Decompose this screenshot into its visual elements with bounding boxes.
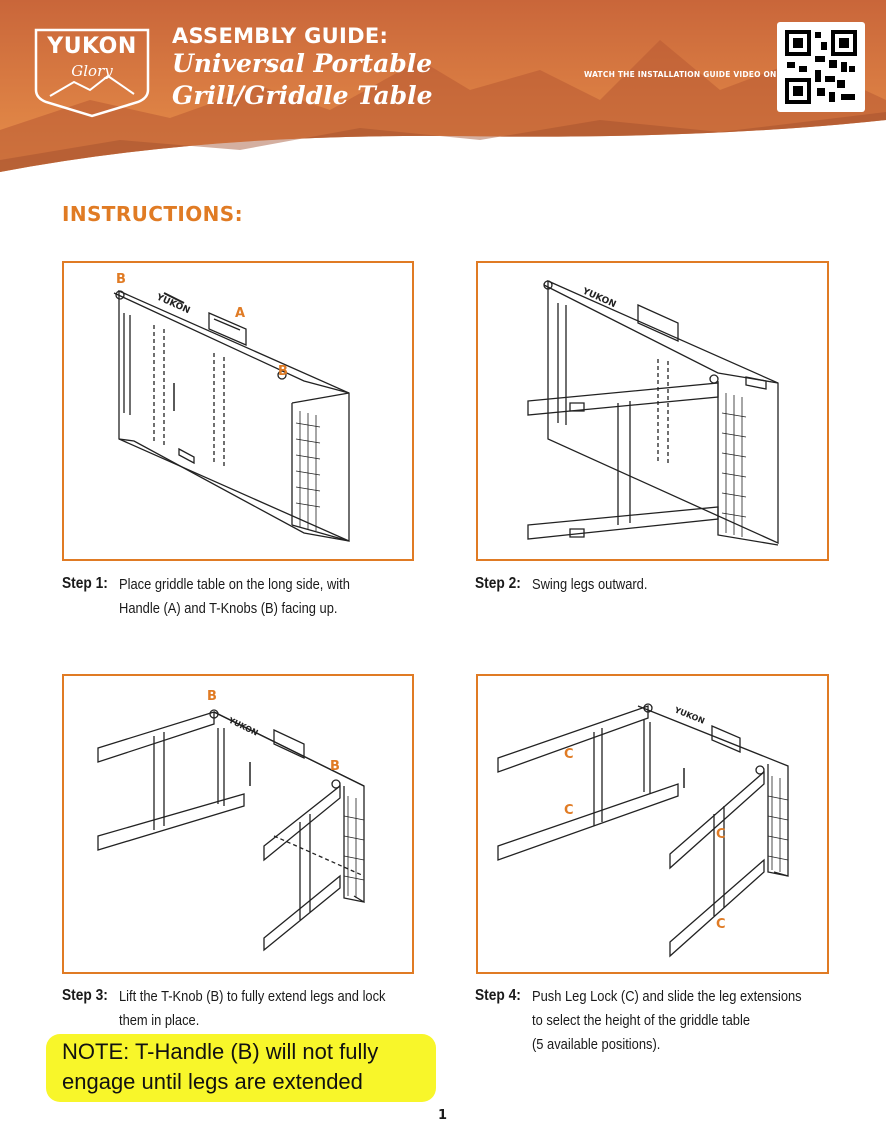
step-1-illustration: YUKON B A B [62,261,414,561]
video-link-text[interactable]: WATCH THE INSTALLATION GUIDE VIDEO ONLIN… [584,70,800,79]
step-4-line-1: Push Leg Lock (C) and slide the leg exte… [532,988,802,1005]
logo-brand: YUKON [47,34,137,59]
title-block: ASSEMBLY GUIDE: Universal Portable Grill… [172,24,433,112]
header-banner: YUKON Glory ASSEMBLY GUIDE: Universal Po… [0,0,886,180]
note-highlight [46,1034,436,1102]
qr-code-icon[interactable] [777,22,865,112]
svg-text:YUKON: YUKON [226,715,259,737]
step-1-line-2: Handle (A) and T-Knobs (B) facing up. [119,600,338,617]
assembly-guide-title: ASSEMBLY GUIDE: [172,24,389,48]
step-4-line-2: to select the height of the griddle tabl… [532,1012,751,1029]
step-2-line-1: Swing legs outward. [532,576,648,593]
step-3-line-1: Lift the T-Knob (B) to fully extend legs… [119,988,386,1005]
instructions-heading: INSTRUCTIONS: [62,202,243,226]
step-3-label: Step 3: [62,987,108,1004]
step-4-line-3: (5 available positions). [532,1036,661,1053]
step-2-illustration: YUKON [476,261,829,561]
step-3-illustration: YUKON B B [62,674,414,974]
page-number: 1 [438,1108,448,1123]
product-title-line2: Grill/Griddle Table [172,81,433,110]
yukon-glory-logo: YUKON Glory [30,26,154,120]
product-title-line1: Universal Portable [172,49,433,78]
step-4-illustration: YUKON C C C C [476,674,829,974]
svg-text:YUKON: YUKON [154,292,191,316]
step-2-label: Step 2: [475,575,521,592]
step-1-line-1: Place griddle table on the long side, wi… [119,576,350,593]
note-line-2: engage until legs are extended [62,1069,363,1094]
step-1-label: Step 1: [62,575,108,592]
step-3-line-2: them in place. [119,1012,200,1029]
note-line-1: NOTE: T-Handle (B) will not fully [62,1039,379,1064]
mountain-banner-background [0,0,886,172]
step-4-label: Step 4: [475,987,521,1004]
svg-text:YUKON: YUKON [672,705,706,726]
logo-script: Glory [71,62,113,80]
